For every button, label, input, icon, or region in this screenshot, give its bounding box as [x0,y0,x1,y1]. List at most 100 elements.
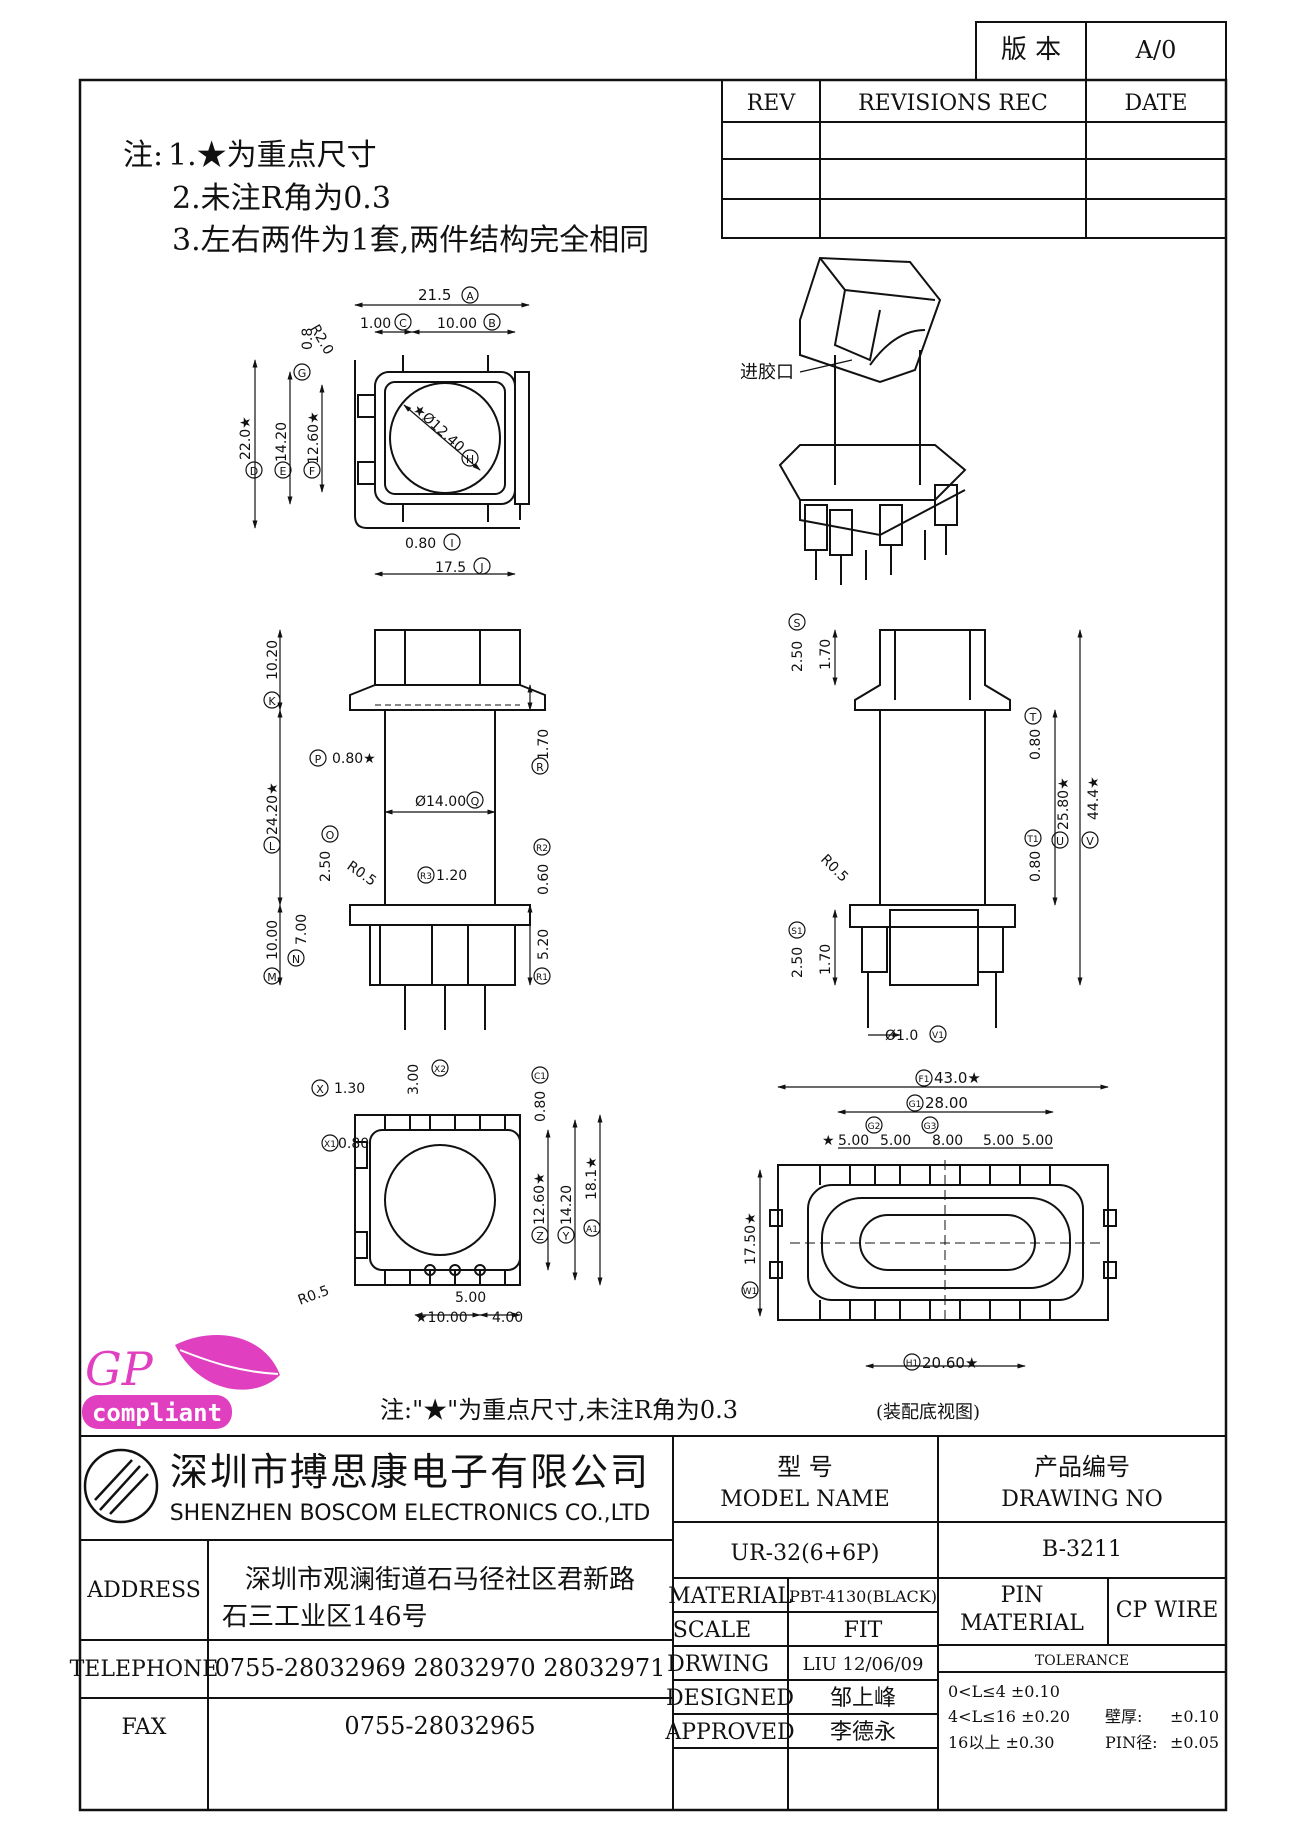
balloon-M [263,967,281,985]
gp-compliant-logo [82,1335,280,1429]
balloon-G2-label: G2 [868,1122,881,1132]
balloon-H1-label: H1 [906,1359,919,1369]
balloon-D [245,461,263,479]
dim-r05-side: R0.5 [817,852,851,886]
dim-r05-front: R0.5 [344,858,379,889]
side-view [849,629,1016,1028]
balloon-L-label: L [269,840,276,853]
address-label: ADDRESS [86,1578,201,1603]
balloon-K-label: K [268,695,276,708]
balloon-C1-label: C1 [534,1072,546,1082]
dim-444: 44.4★ [1086,776,1102,820]
balloon-A1-label: A1 [586,1225,598,1235]
address-line-2: 石三工业区146号 [222,1602,428,1632]
dim-dia1240: ★Ø12.40 [409,401,467,455]
balloon-A1 [583,1219,601,1237]
balloon-R-label: R [536,761,544,774]
pin-diameter-value: ±0.05 [1170,1733,1219,1752]
top-view [354,355,530,529]
balloon-B-label: B [488,317,496,330]
dim-060: 0.60 [536,864,552,895]
balloon-E [274,461,292,479]
dim-1260: 12.60★ [532,1172,548,1225]
model-label-cn: 型 号 [777,1453,833,1481]
balloon-D-label: D [250,465,258,478]
dim-220: 22.0★ [238,416,254,460]
dim-080i: 0.80 [405,536,436,552]
balloon-W1 [741,1281,759,1299]
balloon-K [263,691,281,709]
balloon-V1-label: V1 [932,1031,944,1041]
balloon-G-label: G [298,367,307,380]
dim-080t: 0.80 [1028,729,1044,760]
wall-thickness-value: ±0.10 [1170,1707,1219,1726]
bottom-view-dimensions [414,1114,603,1318]
drawing-by-label: DRWING [667,1652,769,1677]
tolerance-3: 16以上 ±0.30 [948,1733,1054,1752]
balloon-X1-label: X1 [324,1140,336,1150]
pin-diameter-label: PIN径: [1105,1733,1157,1752]
dim-1260: 12.60★ [306,411,322,464]
front-view-dimensions [277,629,533,986]
balloon-I [443,533,461,551]
side-view-dimensions [832,629,1083,1038]
address-line-1: 深圳市观澜街道石马径社区君新路 [245,1565,635,1595]
bottom-view [354,1114,521,1286]
dim-400-bottom: 4.00 [492,1310,523,1326]
balloon-W1-label: W1 [743,1287,758,1297]
dim-2800: 28.00 [925,1094,968,1112]
fax-label: FAX [122,1715,167,1740]
model-label-en: MODEL NAME [720,1487,890,1512]
balloon-R1 [533,967,551,985]
dim-080x1: 0.80 [338,1136,369,1152]
dim-2420: 24.20★ [265,782,281,835]
balloon-S-label: S [794,617,801,630]
dim-800: 8.00 [932,1133,963,1149]
balloon-R1-label: R1 [536,973,548,983]
dim-500b: 5.00 [880,1133,911,1149]
dim-700: 7.00 [294,914,310,945]
balloon-V1 [929,1025,947,1043]
dim-1000: 10.00 [437,316,477,332]
balloon-F [303,461,321,479]
dim-assembly-star: ★ [822,1133,835,1149]
balloon-X-label: X [316,1083,324,1096]
dim-170s: 1.70 [818,639,834,670]
dim-175: 17.5 [435,560,466,576]
top-view-dimensions [252,302,530,577]
balloon-J-label: J [479,561,483,574]
balloon-U-label: U [1056,835,1064,848]
balloon-R3 [417,866,435,884]
dim-1420: 14.20 [274,422,290,462]
balloon-G [293,363,311,381]
balloon-R [531,757,549,775]
balloon-N [287,949,305,967]
balloon-Q-label: Q [471,795,480,808]
balloon-Q [466,791,484,809]
balloon-G2 [865,1116,883,1134]
gp-logo-text: GP [85,1342,154,1396]
wall-thickness-label: 壁厚: [1105,1707,1142,1726]
balloon-X2-label: X2 [434,1065,446,1075]
balloon-A [461,286,479,304]
balloon-G3 [921,1116,939,1134]
balloon-Y [557,1226,575,1244]
drawing-no-value: B-3211 [1042,1537,1122,1562]
dim-1020: 10.20 [265,640,281,680]
dim-10: Ø1.0 [885,1028,918,1044]
dim-170r: 1.70 [536,729,552,760]
scale-label: SCALE [673,1618,751,1643]
balloon-F1 [915,1069,933,1087]
fax-value: 0755-28032965 [344,1712,535,1740]
dim-250o: 2.50 [318,851,334,882]
note-2: 2.未注R角为0.3 [172,181,391,216]
dim-215: 21.5 [418,286,451,304]
balloon-N-label: N [292,953,300,966]
dim-120: 1.20 [436,868,467,884]
balloon-X2 [431,1059,449,1077]
balloon-M-label: M [267,971,277,984]
dim-2060: 20.60★ [922,1354,978,1372]
dim-430: 43.0★ [934,1069,981,1087]
pin-material-value: CP WIRE [1116,1598,1219,1623]
